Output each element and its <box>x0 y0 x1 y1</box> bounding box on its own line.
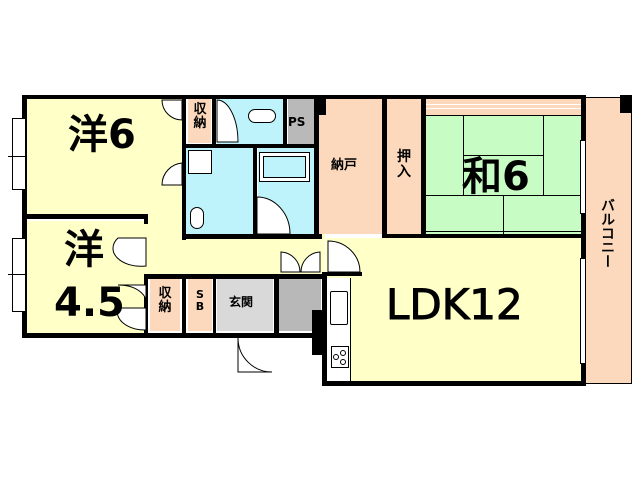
wall <box>22 95 586 99</box>
room-oshiire <box>387 99 421 234</box>
label-balcony: バルコニー <box>599 198 615 268</box>
burner-icons <box>333 350 346 365</box>
entrance-hall <box>217 279 273 331</box>
window-mark <box>8 274 26 275</box>
storage-closet-bottom <box>150 279 180 331</box>
tatami-line <box>543 115 544 195</box>
label-storage-bottom: 収 納 <box>158 286 172 315</box>
wall <box>322 272 362 276</box>
room-label-western-6: 洋6 <box>68 112 136 158</box>
window-western-4-5 <box>12 238 26 312</box>
label-nando: 納戸 <box>331 158 358 173</box>
tokonoma-line <box>426 108 581 109</box>
wall <box>421 95 426 238</box>
wall <box>322 381 586 386</box>
tatami-line <box>426 115 581 116</box>
shoe-box <box>188 279 212 331</box>
room-nando <box>318 99 382 234</box>
window-japanese <box>580 140 586 214</box>
room-western-6 <box>26 97 186 215</box>
tatami-line <box>426 231 581 232</box>
bathtub <box>259 152 310 182</box>
pipe-shaft <box>288 99 314 144</box>
label-shoe-box: S B <box>195 288 205 313</box>
tatami-line <box>503 195 504 234</box>
room-label-western-4-5-kanji: 洋 <box>64 227 104 273</box>
wall <box>182 144 318 148</box>
wall <box>620 95 632 113</box>
wall <box>322 272 327 386</box>
room-label-ldk: LDK12 <box>386 280 524 329</box>
wall <box>382 95 387 238</box>
wall <box>213 274 216 336</box>
wall <box>253 144 257 239</box>
window-mark <box>8 156 26 157</box>
label-ps: PS <box>288 115 306 129</box>
wall <box>22 333 327 338</box>
balcony <box>586 97 632 384</box>
label-storage-top: 収 納 <box>193 102 207 131</box>
window-western-6 <box>12 118 26 190</box>
sink-icon <box>190 207 204 229</box>
wall <box>382 234 582 238</box>
wall <box>212 95 216 145</box>
wall <box>144 214 148 224</box>
wall <box>182 234 322 239</box>
storage-closet-top <box>188 99 211 143</box>
label-oshiire: 押 入 <box>397 149 411 180</box>
wall <box>274 274 279 336</box>
tokonoma-strip <box>426 99 581 115</box>
wall <box>581 95 586 385</box>
wall <box>182 274 186 336</box>
tatami-line <box>463 155 543 156</box>
wall <box>283 95 287 145</box>
room-ldk <box>326 238 581 381</box>
stove-icon <box>331 346 349 368</box>
room-label-japanese-6: 和6 <box>462 154 530 200</box>
wall <box>314 95 326 115</box>
toilet-icon <box>248 109 276 123</box>
kitchen-sink-icon <box>330 291 348 325</box>
room-label-western-4-5-size: 4.5 <box>54 280 125 326</box>
wall <box>314 95 319 238</box>
wall <box>312 310 324 355</box>
washing-machine-icon <box>188 150 212 174</box>
label-entrance: 玄関 <box>229 295 254 309</box>
wall <box>182 95 186 240</box>
tokonoma-line <box>426 104 581 105</box>
wall <box>144 274 324 279</box>
window-ldk <box>580 258 586 364</box>
wall <box>22 214 146 219</box>
